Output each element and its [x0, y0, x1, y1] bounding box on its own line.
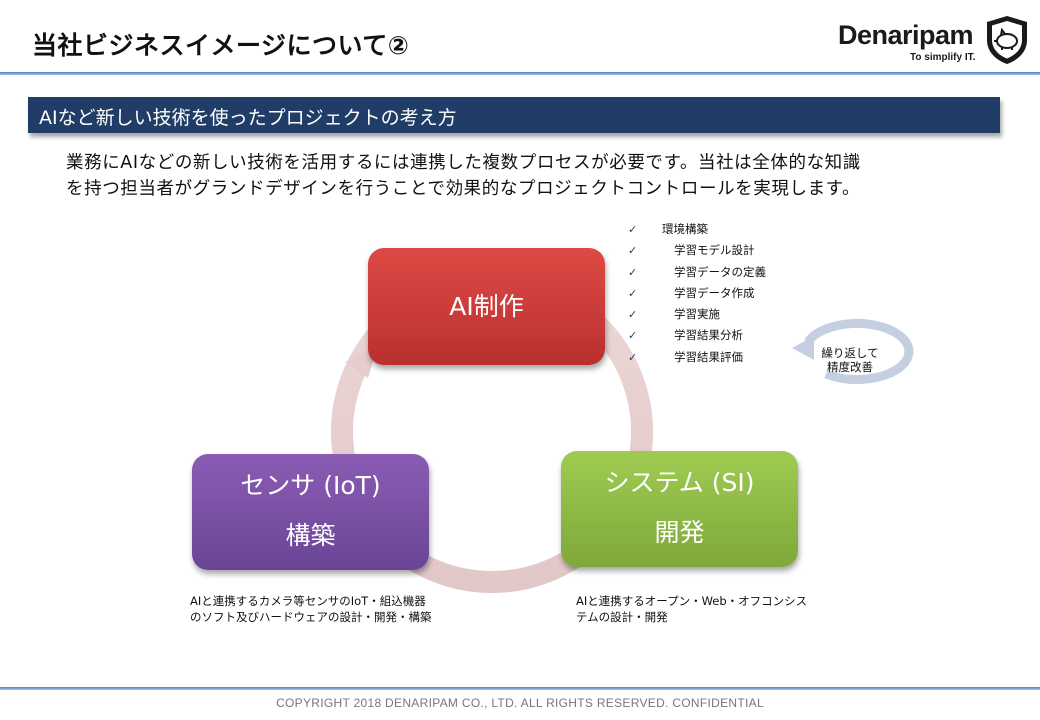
check-icon: ✓	[628, 223, 638, 236]
sensor-iot-box: センサ (IoT) 構築	[192, 454, 429, 570]
header-divider	[0, 72, 1040, 75]
piggy-shield-icon	[987, 16, 1027, 64]
logo-tagline: To simplify IT.	[910, 52, 976, 63]
lead-line-2: を持つ担当者がグランドデザインを行うことで効果的なプロジェクトコントロールを実現…	[66, 179, 861, 199]
check-icon: ✓	[628, 308, 638, 322]
section-heading-bar: AIなど新しい技術を使ったプロジェクトの考え方	[28, 97, 1000, 133]
footer-divider	[0, 687, 1040, 690]
check-icon: ✓	[628, 350, 638, 364]
section-heading: AIなど新しい技術を使ったプロジェクトの考え方	[39, 107, 457, 129]
check-icon: ✓	[628, 329, 638, 343]
check-icon: ✓	[628, 286, 638, 300]
repeat-loop-label: 繰り返して 精度改善	[821, 346, 879, 374]
check-icon: ✓	[628, 244, 638, 258]
si-description: AIと連携するオープン・Web・オフコンシス テムの設計・開発	[576, 594, 808, 624]
system-si-label: システム (SI)	[604, 468, 755, 497]
lead-line-1: 業務にAIなどの新しい技術を活用するには連携した複数プロセスが必要です。当社は全…	[66, 153, 861, 173]
copyright-footer: COPYRIGHT 2018 DENARIPAM CO., LTD. ALL R…	[276, 696, 764, 710]
ai-production-label: AI制作	[449, 292, 524, 321]
iot-description: AIと連携するカメラ等センサのIoT・組込機器 のソフト及びハードウェアの設計・…	[190, 594, 432, 624]
repeat-loop-arrow-icon	[792, 318, 914, 384]
check-icon: ✓	[628, 265, 638, 279]
logo-name: Denaripam	[838, 20, 974, 50]
system-si-box: システム (SI) 開発	[561, 451, 798, 567]
sensor-iot-sublabel: 構築	[285, 521, 336, 550]
company-logo: Denaripam To simplify IT.	[838, 14, 1033, 68]
system-si-sublabel: 開発	[654, 518, 705, 547]
sensor-iot-label: センサ (IoT)	[240, 471, 381, 500]
ai-production-box: AI制作	[368, 248, 605, 365]
page-title: 当社ビジネスイメージについて②	[32, 31, 410, 60]
lead-paragraph: 業務にAIなどの新しい技術を活用するには連携した複数プロセスが必要です。当社は全…	[66, 150, 986, 202]
